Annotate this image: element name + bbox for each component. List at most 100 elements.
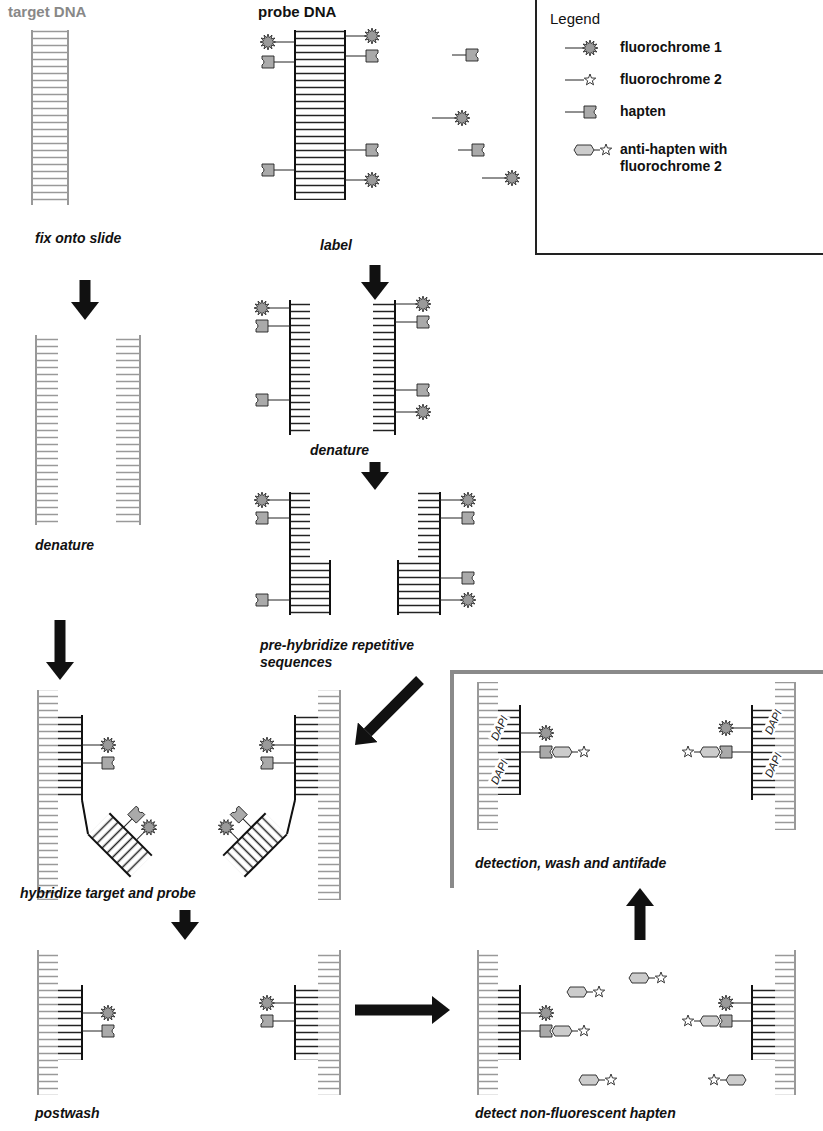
hybridized-dna: [124, 819, 132, 827]
probe-dna-single-strands: [415, 296, 431, 312]
hybridized-dna: [88, 813, 152, 877]
probe-dna-single-strands: [290, 300, 310, 435]
legend-sample: [565, 40, 612, 155]
step-arrow: [370, 462, 381, 472]
probe-dna-blocked: [256, 512, 268, 524]
detected-dna: [734, 728, 752, 729]
hapten-detection: [682, 1015, 720, 1026]
step-arrow: [80, 280, 91, 302]
step-panel: denature: [15, 320, 185, 620]
inset-panel: detection, wash and antifade: [450, 670, 823, 888]
detected-dna: [732, 752, 752, 753]
probe-dna-single-strands: [256, 320, 268, 332]
legend-sample: [584, 106, 596, 118]
hapten-detection: [498, 985, 520, 1060]
step-caption: detect non-fluorescent hapten: [475, 1105, 676, 1122]
probe-dna-blocked: [397, 560, 399, 615]
probe-dna-single-strands: [395, 412, 415, 413]
step-caption: detection, wash and antifade: [475, 855, 666, 872]
legend-sample: [574, 144, 612, 155]
step-panel: hybridize target and probe: [15, 680, 355, 910]
washed-dna: [82, 1013, 100, 1014]
detected-dna: [682, 746, 720, 757]
step-arrow: [368, 680, 420, 732]
probe-dna-labelled: [364, 172, 380, 188]
legend-sample: [565, 48, 582, 49]
hybridized-dna: [81, 715, 83, 800]
hybridized-dna: [109, 813, 151, 855]
probe-dna-blocked: [440, 518, 462, 519]
probe-dna-labelled: [295, 30, 345, 200]
hybridized-dna: [37, 690, 39, 900]
hapten-detection: [519, 985, 521, 1060]
hybridized-dna: [294, 715, 296, 800]
hapten-detection: [775, 950, 795, 1095]
step-arrow: [55, 620, 66, 662]
washed-dna: [259, 995, 275, 1011]
probe-dna-labelled: [366, 50, 378, 62]
hybridized-dna: [88, 795, 170, 877]
target-dna-single-strands: [116, 335, 140, 525]
step-caption: denature: [310, 442, 369, 459]
probe-dna-labelled: [260, 34, 276, 50]
hybridized-dna: [273, 763, 295, 764]
hapten-detection: [794, 950, 796, 1095]
detected-dna: [478, 682, 795, 830]
detected-dna: [718, 720, 734, 736]
legend-title: Legend: [550, 10, 600, 27]
washed-dna: [294, 985, 296, 1060]
washed-dna: [102, 1025, 114, 1037]
washed-dna: [295, 985, 318, 1060]
hybridized-dna: [259, 737, 275, 753]
hapten-detection: [567, 986, 605, 997]
hybridized-dna: [88, 834, 130, 876]
probe-dna-blocked: [290, 492, 310, 615]
probe-dna-blocked: [268, 518, 290, 519]
hybridized-dna: [243, 819, 251, 827]
probe-dna-single-strands: [256, 394, 268, 406]
probe-dna-labelled: [366, 144, 378, 156]
probe-dna-labelled: [472, 144, 484, 156]
hapten-detection: [720, 1015, 732, 1027]
probe-dna-labelled: [466, 49, 478, 61]
hybridized-dna: [128, 806, 145, 823]
washed-dna: [38, 950, 340, 1095]
detected-dna: [552, 746, 590, 757]
hybridized-dna: [58, 715, 82, 800]
probe-dna-blocked: [460, 492, 476, 508]
probe-dna-single-strands: [417, 384, 429, 396]
legend-sample: [584, 74, 595, 85]
legend-text: anti-hapten with fluorochrome 2: [620, 141, 810, 175]
hybridized-dna: [205, 795, 287, 877]
hapten-detection: [520, 1031, 540, 1032]
washed-dna: [58, 985, 82, 1060]
hapten-detection: [752, 985, 775, 1060]
probe-dna-single-strands: [289, 300, 291, 435]
probe-dna-blocked: [440, 500, 460, 501]
detected-dna: [720, 746, 732, 758]
hybridized-dna: [223, 813, 265, 855]
hybridized-dna: [138, 816, 161, 839]
target-dna-double-strand: [32, 30, 68, 205]
detected-dna: [794, 682, 796, 830]
step-caption: denature: [35, 537, 94, 554]
hapten-detection: [478, 950, 795, 1095]
step-caption: label: [320, 237, 352, 254]
hybridized-dna: [38, 690, 58, 900]
legend-box: [535, 0, 823, 255]
hybridized-dna: [82, 763, 102, 764]
hybridized-dna: [261, 757, 273, 769]
probe-dna-blocked: [254, 492, 476, 615]
hybridized-dna: [287, 800, 295, 834]
probe-dna-labelled: [345, 36, 364, 37]
washed-dna: [275, 1003, 295, 1004]
hapten-detection: [538, 1005, 554, 1021]
legend-sample: [565, 80, 584, 81]
target-dna-single-strands: [36, 335, 58, 525]
washed-dna: [339, 950, 341, 1095]
probe-dna-blocked: [270, 500, 290, 501]
detected-dna: [538, 725, 554, 741]
target-dna-single-strands: [139, 335, 141, 525]
washed-dna: [318, 950, 340, 1095]
hybridized-dna: [232, 833, 239, 840]
